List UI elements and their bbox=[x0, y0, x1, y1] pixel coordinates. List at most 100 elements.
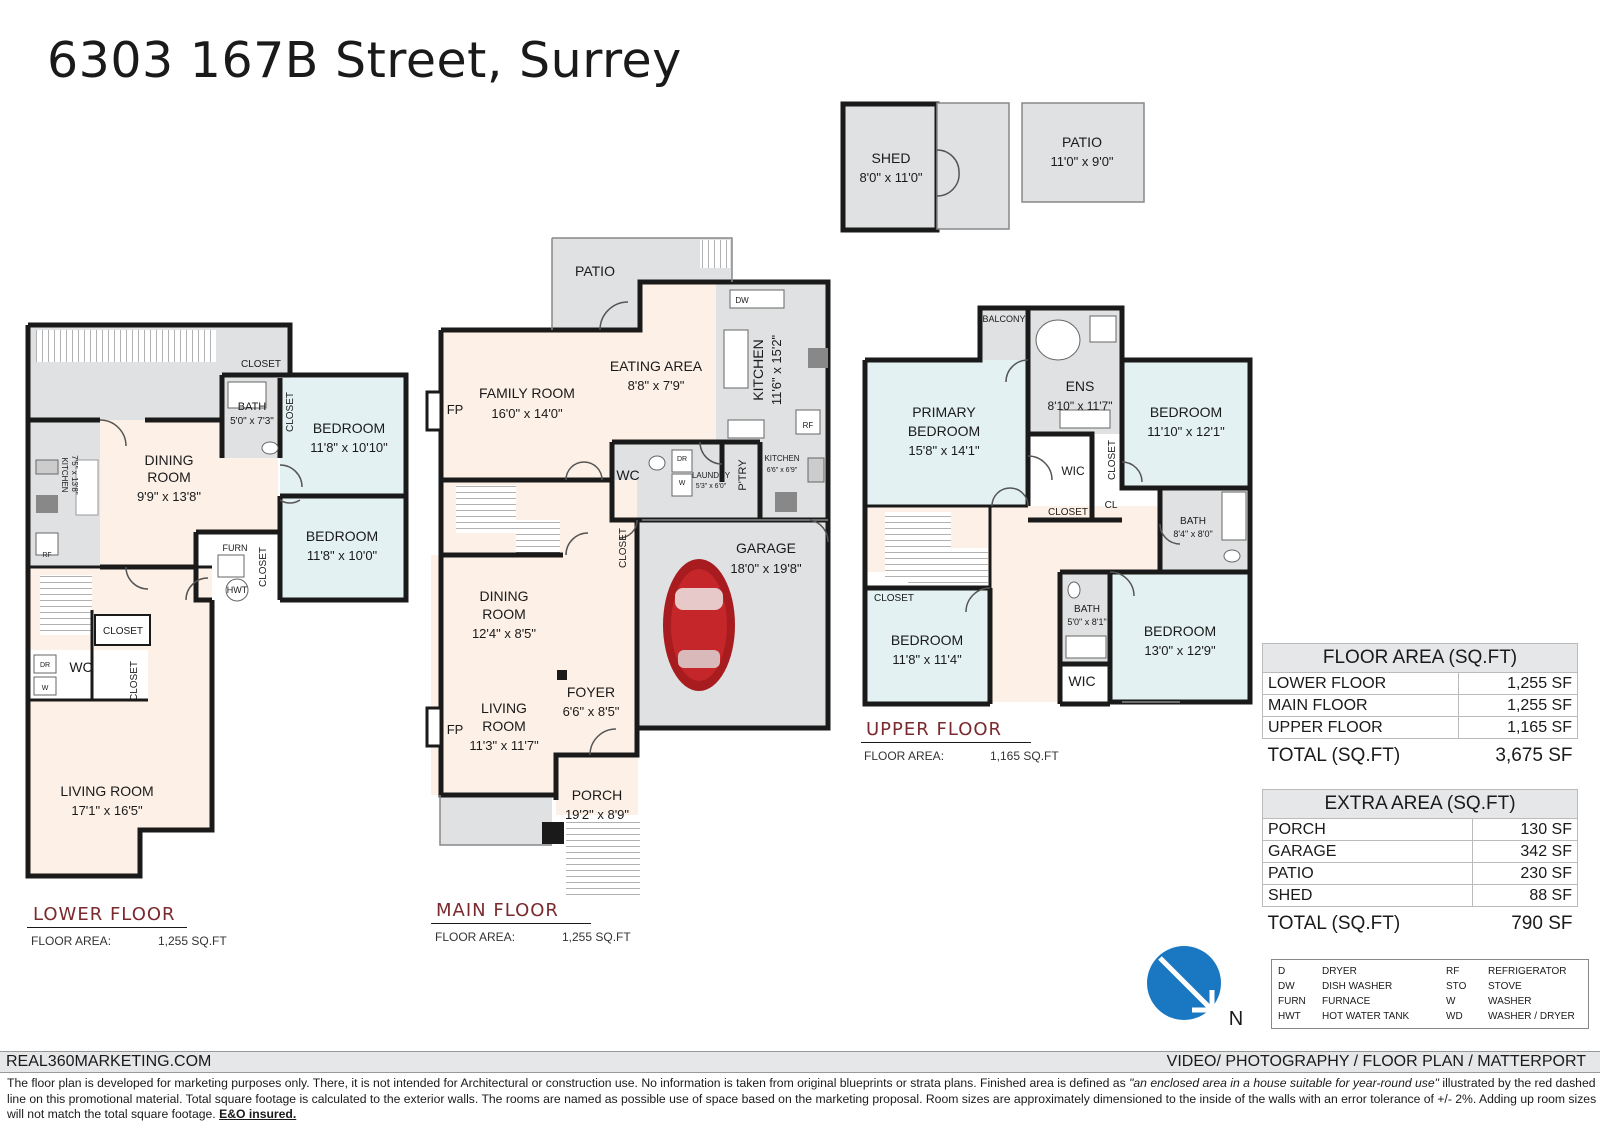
balcony-fill bbox=[980, 308, 1032, 360]
upper-closet-1: CLOSET bbox=[1107, 440, 1118, 480]
upper-closet-2: CLOSET bbox=[1048, 507, 1088, 518]
row-label: LOWER FLOOR bbox=[1262, 672, 1459, 695]
main-porch-name: PORCH bbox=[572, 787, 623, 803]
row-value: 1,165 SF bbox=[1457, 716, 1579, 739]
primary-bedroom-fill bbox=[865, 360, 1028, 506]
legend-meaning: HOT WATER TANK bbox=[1322, 1011, 1410, 1022]
main-porch-fill bbox=[556, 755, 638, 815]
lower-floor-plan: DINING ROOM 9'9" x 13'8" KITCHEN 7'5" x … bbox=[25, 322, 409, 879]
main-family-name: FAMILY ROOM bbox=[479, 385, 575, 401]
upper-bath1-name: BATH bbox=[1180, 516, 1206, 527]
main-kitchen2-dim: 6'6" x 6'9" bbox=[767, 467, 798, 474]
lower-closet-1: CLOSET bbox=[241, 359, 281, 370]
upper-bedroom2-dim: 11'8" x 11'4" bbox=[892, 652, 962, 667]
extra-area-total-label: TOTAL (SQ.FT) bbox=[1267, 913, 1401, 934]
lower-wc-name: WC bbox=[69, 659, 92, 675]
upper-bedroom3-dim: 13'0" x 12'9" bbox=[1144, 643, 1216, 658]
lower-bedroom2-name: BEDROOM bbox=[306, 528, 378, 544]
lower-bath-dim: 5'0" x 7'3" bbox=[230, 416, 274, 427]
upper-floor-plan: BALCONY PRIMARY BEDROOM 15'8" x 14'1" EN… bbox=[862, 305, 1253, 707]
extra-area-header: EXTRA AREA (SQ.FT) bbox=[1262, 789, 1578, 819]
legend-abbr: WD bbox=[1446, 1011, 1463, 1022]
upper-bedroom2-fill bbox=[865, 588, 990, 704]
compass-n-label: N bbox=[1229, 1008, 1243, 1030]
lower-living-dim: 17'1" x 16'5" bbox=[71, 803, 143, 818]
row-label: MAIN FLOOR bbox=[1262, 694, 1459, 717]
main-living-dim: 11'3" x 11'7" bbox=[469, 738, 539, 753]
detached-patio bbox=[1021, 102, 1145, 203]
extra-area-total-value: 790 SF bbox=[1511, 913, 1573, 934]
main-stove-icon bbox=[808, 348, 828, 368]
row-value: 230 SF bbox=[1472, 862, 1578, 885]
upper-bedroom1-name: BEDROOM bbox=[1150, 404, 1222, 420]
upper-cl-label: CL bbox=[1105, 500, 1118, 511]
bathtub-icon bbox=[227, 381, 267, 409]
lower-dining-dim: 9'9" x 13'8" bbox=[137, 489, 201, 504]
main-floor-underline bbox=[431, 923, 591, 924]
sink-icon bbox=[35, 459, 59, 475]
main-garage-name: GARAGE bbox=[736, 540, 796, 556]
row-label: SHED bbox=[1261, 884, 1474, 907]
outbuildings: SHED 8'0" x 11'0" PATIO 11'0" x 9'0" bbox=[840, 101, 1145, 233]
upper-closet-3: CLOSET bbox=[874, 593, 914, 604]
legend-abbr: W bbox=[1446, 996, 1456, 1007]
row-label: PATIO bbox=[1261, 862, 1474, 885]
shed-dim: 8'0" x 11'0" bbox=[859, 170, 922, 185]
water-heater-icon bbox=[225, 578, 249, 602]
floor-area-total-value: 3,675 SF bbox=[1495, 745, 1573, 766]
upper-bedroom2-name: BEDROOM bbox=[891, 632, 963, 648]
lower-bedroom1-fill bbox=[280, 378, 406, 496]
legend-abbr: D bbox=[1278, 966, 1286, 977]
lower-bath-name: BATH bbox=[238, 401, 267, 413]
row-value: 1,255 SF bbox=[1457, 694, 1579, 717]
floor-area-header: FLOOR AREA (SQ.FT) bbox=[1262, 643, 1578, 673]
upper-bath2-dim: 5'0" x 8'1" bbox=[1067, 617, 1106, 627]
row-value: 130 SF bbox=[1472, 818, 1578, 841]
upper-bath2-name: BATH bbox=[1074, 604, 1100, 615]
legend-abbr: RF bbox=[1446, 966, 1460, 977]
upper-bedroom1-dim: 11'10" x 12'1" bbox=[1147, 424, 1225, 439]
main-garage-dim: 18'0" x 19'8" bbox=[730, 561, 802, 576]
row-label: UPPER FLOOR bbox=[1262, 716, 1459, 739]
legend-meaning: REFRIGERATOR bbox=[1488, 966, 1567, 977]
main-laundry-name: LAUNDRY bbox=[692, 471, 731, 480]
fridge-icon bbox=[35, 532, 59, 556]
footer-services: VIDEO/ PHOTOGRAPHY / FLOOR PLAN / MATTER… bbox=[1166, 1053, 1586, 1070]
main-dining-dim: 12'4" x 8'5" bbox=[472, 626, 536, 641]
floor-area-total-label: TOTAL (SQ.FT) bbox=[1267, 745, 1401, 766]
main-eating-name: EATING AREA bbox=[610, 358, 703, 374]
lower-bedroom2-dim: 11'8" x 10'0" bbox=[307, 548, 378, 563]
main-family-dim: 16'0" x 14'0" bbox=[491, 406, 563, 421]
ensuite-dim: 8'10" x 11'7" bbox=[1048, 399, 1113, 413]
upper-bath1-dim: 8'4" x 8'0" bbox=[1173, 529, 1212, 539]
lower-rf-label: RF bbox=[42, 552, 51, 559]
disclaimer-part-2: illustrated by the red dashed line on th… bbox=[7, 1076, 1597, 1122]
main-stairs bbox=[456, 485, 516, 533]
legend-meaning: STOVE bbox=[1488, 981, 1522, 992]
footer-website-link[interactable]: REAL360MARKETING.COM bbox=[6, 1053, 212, 1070]
main-living-name-2: ROOM bbox=[482, 718, 526, 734]
wic-fill bbox=[1028, 434, 1092, 504]
upper-wic-1-label: WIC bbox=[1061, 464, 1085, 478]
row-value: 88 SF bbox=[1472, 884, 1578, 907]
disclaimer: The floor plan is developed for marketin… bbox=[7, 1076, 1597, 1123]
legend-abbr: STO bbox=[1446, 981, 1467, 992]
row-label: PORCH bbox=[1261, 818, 1474, 841]
main-laundry-dim: 5'3" x 6'0" bbox=[696, 483, 727, 490]
upper-floor-underline bbox=[861, 742, 1031, 743]
main-rf-label: RF bbox=[803, 421, 814, 430]
main-porch-dim: 19'2" x 8'9" bbox=[565, 807, 629, 822]
lower-hwt-label: HWT bbox=[227, 585, 248, 595]
lower-closet-2: CLOSET bbox=[285, 392, 296, 432]
legend-meaning: WASHER / DRYER bbox=[1488, 1011, 1575, 1022]
upper-bedroom1-fill bbox=[1122, 360, 1250, 488]
primary-bedroom-name-1: PRIMARY bbox=[912, 404, 976, 420]
lower-closet-4: CLOSET bbox=[103, 626, 143, 637]
main-dw-label: DW bbox=[735, 296, 749, 305]
lower-washer-label: W bbox=[42, 685, 49, 692]
lower-exterior-stairs bbox=[36, 330, 216, 362]
main-closet-label: CLOSET bbox=[618, 528, 629, 568]
